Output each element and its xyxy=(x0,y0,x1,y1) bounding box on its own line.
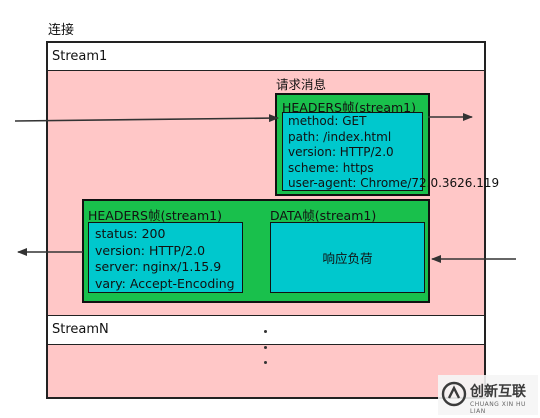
connection-label: 连接 xyxy=(48,23,75,38)
request-header-line: version: HTTP/2.0 xyxy=(288,145,394,159)
logo-icon xyxy=(441,381,467,407)
incoming-request-arrow xyxy=(14,114,279,123)
request-header-line: path: /index.html xyxy=(288,129,392,144)
response-headers-list: status: 200 version: HTTP/2.0 server: ng… xyxy=(88,222,243,293)
response-frames: HEADERS帧(stream1) status: 200 version: H… xyxy=(82,199,430,303)
response-header-line: vary: Accept-Encoding xyxy=(95,275,235,291)
response-header-line: version: HTTP/2.0 xyxy=(95,242,206,258)
ellipsis-dot xyxy=(264,330,267,333)
ellipsis-dot xyxy=(264,346,267,349)
request-header-line: method: GET xyxy=(288,114,367,128)
logo-title: 创新互联 xyxy=(470,384,526,400)
response-headers-frame-title: HEADERS帧(stream1) xyxy=(88,208,223,223)
stream1-label: Stream1 xyxy=(52,49,108,64)
logo-subtitle: CHUANG XIN HU LIAN xyxy=(470,401,526,415)
request-header-line: scheme: https xyxy=(288,160,374,175)
data-frame-body: 响应负荷 xyxy=(270,222,425,293)
response-header-line: server: nginx/1.15.9 xyxy=(95,259,222,274)
request-headers-frame-title: HEADERS帧(stream1) xyxy=(282,100,417,115)
data-frame-body-text: 响应负荷 xyxy=(322,251,373,266)
streamN-header: StreamN xyxy=(48,315,484,345)
connection-box: Stream1 请求消息 HEADERS帧(stream1) method: G… xyxy=(46,41,499,399)
ellipsis-dot xyxy=(264,361,267,364)
streamN-label: StreamN xyxy=(52,322,109,337)
stream1-header: Stream1 xyxy=(48,43,484,71)
request-message-label: 请求消息 xyxy=(276,77,327,92)
data-frame-title: DATA帧(stream1) xyxy=(270,208,377,223)
response-header-line: status: 200 xyxy=(95,226,166,241)
watermark-logo: 创新互联 CHUANG XIN HU LIAN xyxy=(438,375,538,415)
